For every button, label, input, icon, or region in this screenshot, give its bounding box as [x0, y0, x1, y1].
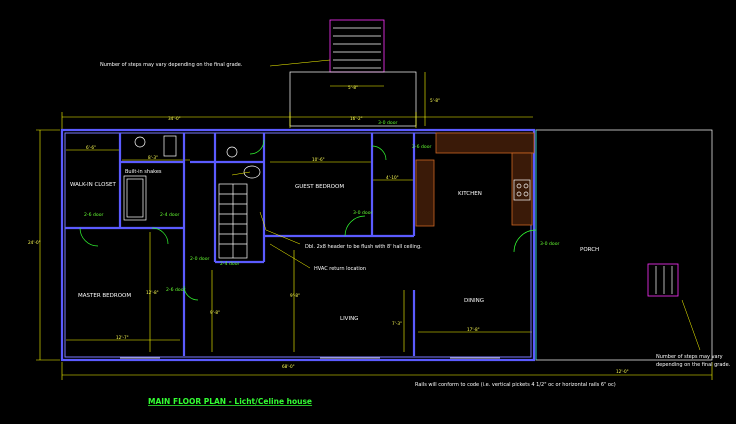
room-walkin-closet: WALK-IN CLOSET: [70, 182, 116, 188]
note-header: Dbl. 2x8 header to be flush with 8' hall…: [305, 244, 422, 250]
room-dining: DINING: [464, 298, 484, 304]
room-kitchen: KITCHEN: [458, 191, 482, 197]
door-label-8: 2-6 door: [166, 287, 186, 293]
dim-master-h: 12'-8": [146, 290, 159, 295]
door-label-4: 2-4 door: [160, 212, 180, 218]
dim-master-w: 12'-7": [116, 335, 129, 340]
walls: [60, 59, 713, 362]
dim-hall: 4'-10": [386, 175, 399, 180]
door-label-1: 3-0 door: [378, 120, 398, 126]
dim-overall: 68'-0": [282, 364, 295, 369]
dimension-lines: [36, 19, 713, 380]
dim-bath: 8'-3": [148, 155, 158, 160]
room-guest-bedroom: GUEST BEDROOM: [295, 184, 344, 190]
dim-dining-h: 7'-3": [392, 321, 402, 326]
note-steps-top: Number of steps may vary depending on th…: [100, 62, 243, 68]
note-rails: Rails will conform to code (i.e. vertica…: [415, 382, 616, 388]
note-steps-right-2: depending on the final grade.: [656, 362, 731, 368]
dim-living-h: 9'-8": [290, 293, 300, 298]
dim-hall-h: 9'-8": [210, 310, 220, 315]
dim-dining-w: 17'-8": [467, 327, 480, 332]
note-builtin: Built-in shakes: [125, 169, 162, 175]
door-label-3: 2-6 door: [84, 212, 104, 218]
dim-deck: 16'-2": [350, 116, 363, 121]
door-label-2: 2-6 door: [412, 144, 432, 150]
room-master-bedroom: MASTER BEDROOM: [78, 293, 131, 299]
room-living: LIVING: [340, 316, 358, 322]
dim-stair-width: 5'-8": [348, 85, 358, 90]
dim-porch: 12'-0": [616, 369, 629, 374]
plan-title: MAIN FLOOR PLAN - Licht/Celine house: [148, 397, 312, 406]
dim-wic: 6'-6": [86, 145, 96, 150]
door-label-9: 3-0 door: [540, 241, 560, 247]
door-label-5: 3-0 door: [353, 210, 373, 216]
dim-side-height: 24'-0": [28, 240, 41, 245]
note-hvac: HVAC return location: [314, 266, 366, 272]
dim-guest: 10'-6": [312, 157, 325, 162]
dim-left-span: 34'-0": [168, 116, 181, 121]
note-steps-right-1: Number of steps may vary: [656, 354, 723, 360]
door-label-6: 2-0 door: [190, 256, 210, 262]
dim-offset: 5'-8": [430, 98, 440, 103]
room-porch: PORCH: [580, 247, 599, 253]
door-label-7: 2-4 door: [220, 261, 240, 267]
